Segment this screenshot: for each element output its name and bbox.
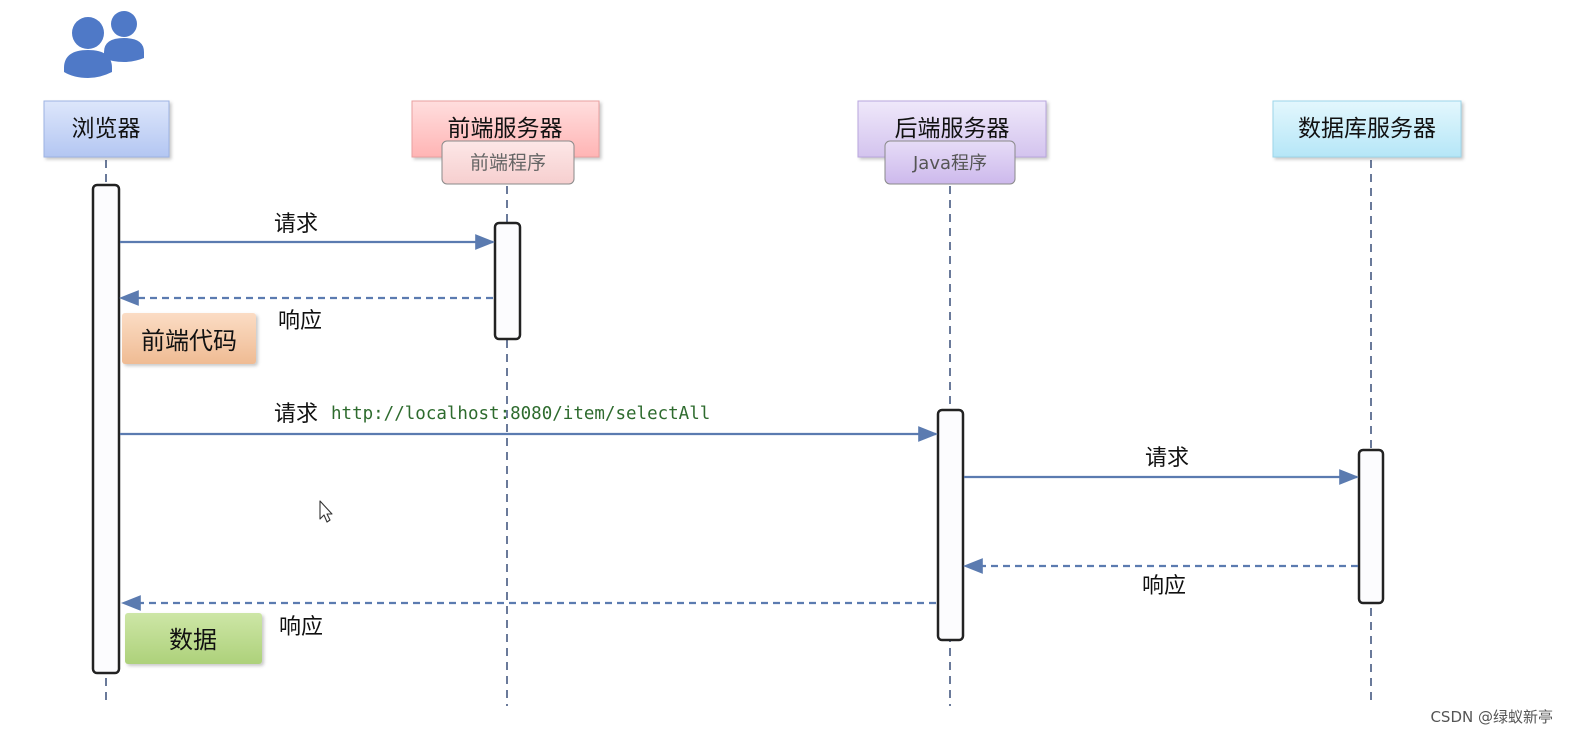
response-label-1: 响应 <box>278 309 322 334</box>
request-label-1: 请求 <box>274 212 318 237</box>
users-icon <box>64 11 144 78</box>
browser-label: 浏览器 <box>72 116 141 142</box>
backend-server-label: 后端服务器 <box>895 116 1010 142</box>
watermark: CSDN @绿蚁新亭 <box>1430 708 1553 726</box>
request-label-2: 请求 <box>274 402 318 427</box>
mouse-pointer-icon <box>319 500 333 523</box>
frontend-code-label: 前端代码 <box>141 327 237 355</box>
backend-program-tag <box>884 140 1016 185</box>
data-note <box>125 613 262 664</box>
response-label-2: 响应 <box>279 615 323 640</box>
database-server-box <box>1272 100 1462 158</box>
frontend-program-tag <box>441 140 575 185</box>
activation-backend <box>936 408 965 642</box>
frontend-code-note <box>122 313 256 364</box>
frontend-program-label: 前端程序 <box>470 152 546 174</box>
data-label: 数据 <box>169 626 217 654</box>
frontend-server-label: 前端服务器 <box>448 116 563 142</box>
database-server-label: 数据库服务器 <box>1298 116 1436 142</box>
backend-program-label: Java程序 <box>912 153 987 174</box>
activation-frontend <box>493 221 522 341</box>
browser-box <box>43 100 170 158</box>
activation-database <box>1357 448 1385 605</box>
response-label-3: 响应 <box>1142 574 1186 599</box>
activation-browser <box>91 183 121 675</box>
request-url: http://localhost:8080/item/selectAll <box>331 404 710 424</box>
request-label-3: 请求 <box>1145 446 1189 471</box>
